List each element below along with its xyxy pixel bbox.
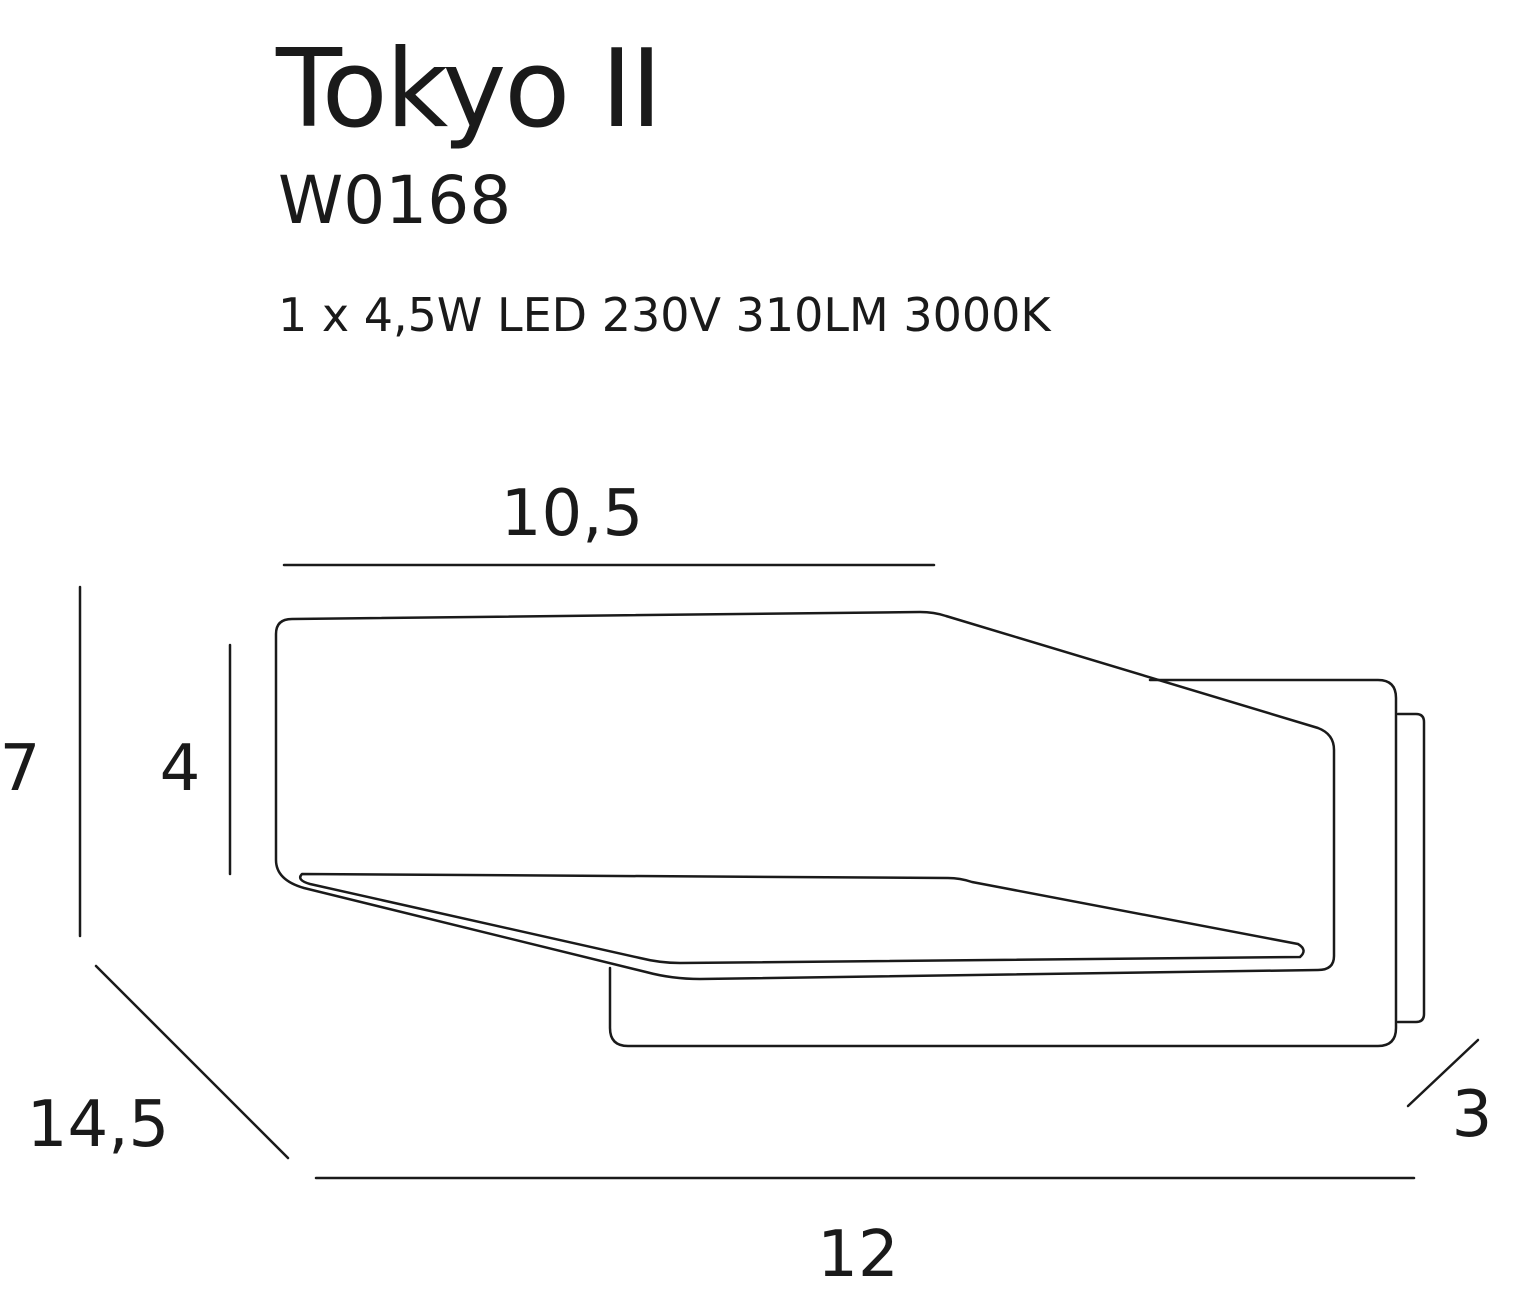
shade-inner-face [299, 872, 1305, 965]
dim-line-depth [94, 964, 290, 1160]
plate-end-cap [1396, 712, 1426, 1024]
dim-label-depth: 14,5 [27, 1088, 170, 1162]
shade-outline [274, 610, 1336, 981]
dim-label-top-width: 10,5 [501, 477, 644, 551]
dim-label-base-depth: 3 [1452, 1078, 1493, 1152]
dim-label-shade-height: 4 [160, 732, 201, 806]
wall-plate-outline [608, 678, 1398, 1048]
product-name: Tokyo II [276, 27, 662, 152]
dim-label-base-width: 12 [817, 1218, 898, 1292]
product-code: W0168 [278, 162, 512, 239]
dim-label-total-height: 7 [0, 732, 40, 806]
product-spec: 1 x 4,5W LED 230V 310LM 3000K [278, 288, 1051, 342]
dim-line-base-depth [1406, 1038, 1480, 1108]
